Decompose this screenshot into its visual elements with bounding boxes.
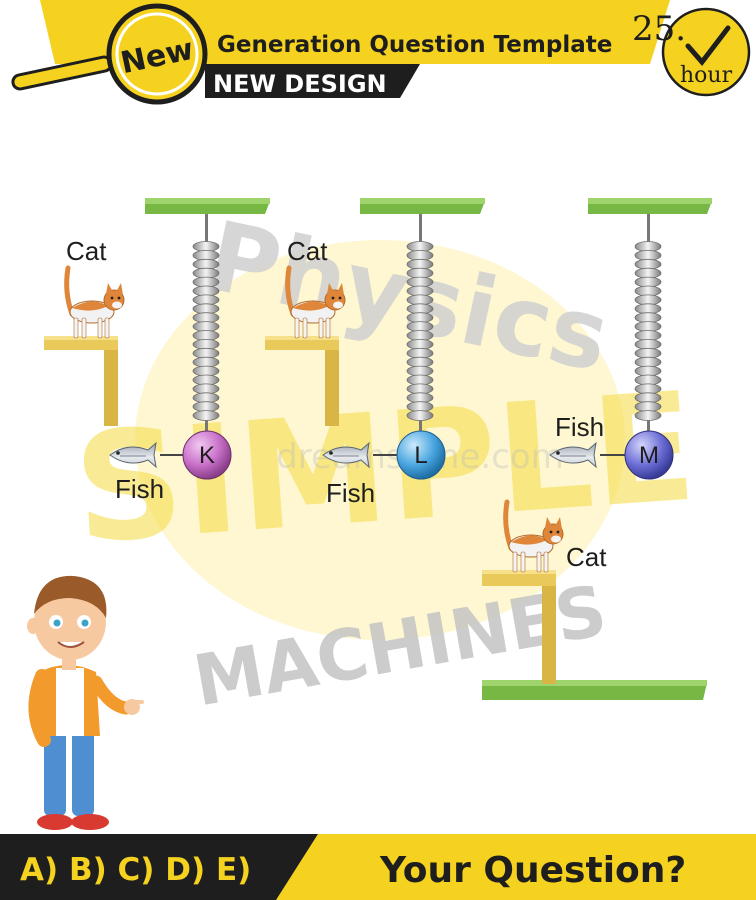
spring-rod — [419, 214, 422, 242]
choices-panel — [0, 834, 318, 900]
cat-icon — [285, 265, 346, 339]
spring — [192, 241, 220, 421]
header-title: Generation Question Template — [217, 32, 612, 58]
question-prompt: Your Question? — [379, 850, 686, 891]
cat-label: Cat — [566, 542, 607, 572]
spring-rod — [205, 214, 208, 242]
wood-shelf — [44, 340, 118, 350]
header: New Generation Question Template NEW DES… — [11, 0, 751, 105]
fish-icon — [322, 441, 370, 469]
panel-m: M Fish Cat — [482, 198, 712, 700]
fish-label: Fish — [115, 474, 164, 504]
ball-k — [182, 430, 232, 480]
fish-label: Fish — [555, 412, 604, 442]
header-subtitle: NEW DESIGN — [213, 70, 387, 98]
cat-icon — [64, 265, 125, 339]
floor-platform — [482, 683, 707, 700]
answer-choices: A) B) C) D) E) — [20, 852, 251, 888]
ceiling-platform — [360, 201, 485, 214]
boy-illustration — [27, 575, 144, 830]
watermark-simple: SIMPLE — [69, 361, 701, 578]
wood-shelf — [265, 340, 339, 350]
ball-l — [396, 430, 446, 480]
cat-icon — [503, 499, 564, 573]
magnifier-icon — [11, 3, 208, 105]
ball-m — [624, 430, 674, 480]
ceiling-platform — [145, 201, 270, 214]
watermark: Physics SIMPLE MACHINES dreamstime.com — [69, 200, 701, 723]
cat-label: Cat — [66, 236, 107, 266]
cat-label: Cat — [287, 236, 328, 266]
ceiling-platform — [588, 201, 712, 214]
timer-badge — [661, 7, 751, 97]
panel-k: K Fish Cat — [44, 198, 270, 504]
wood-stand — [482, 574, 556, 586]
ball-label: K — [199, 442, 215, 469]
timer-unit: hour — [680, 63, 733, 88]
fish-icon — [109, 441, 157, 469]
ball-label: L — [414, 442, 427, 469]
fish-label: Fish — [326, 478, 375, 508]
fish-icon — [549, 441, 597, 469]
spring — [634, 241, 662, 421]
footer: A) B) C) D) E) Your Question? — [0, 834, 756, 900]
panel-l: L Fish Cat — [265, 198, 485, 508]
header-subtitle-bar — [205, 64, 420, 98]
spring — [406, 241, 434, 421]
timer-value: 25. — [632, 9, 686, 49]
spring-rod — [647, 214, 650, 242]
checkmark-icon — [685, 25, 731, 66]
ball-label: M — [639, 442, 659, 469]
